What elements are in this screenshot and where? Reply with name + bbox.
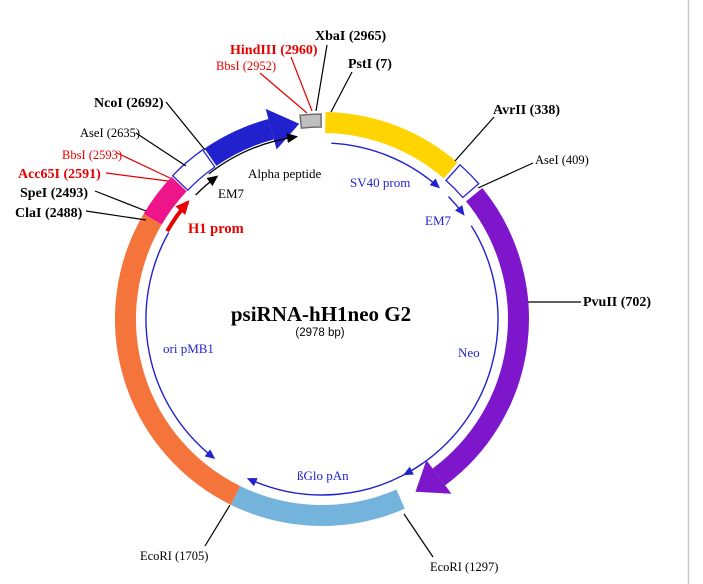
avrii-338-label: AvrII (338)	[493, 103, 560, 118]
neo-arc-label: Neo	[458, 345, 480, 360]
bglo-pan-arc	[246, 462, 424, 496]
mcs-box	[299, 113, 322, 129]
spei-2493-label: SpeI (2493)	[20, 186, 88, 201]
asei-2635-label: AseI (2635)	[80, 126, 140, 140]
psti-7-line	[330, 71, 353, 113]
clai-2488-label: ClaI (2488)	[15, 206, 83, 221]
asei-409-line	[477, 162, 534, 189]
xbai-2965-line	[315, 44, 328, 112]
h1-prom-arrow-label: H1 prom	[188, 221, 244, 237]
sv40-prom-arc	[331, 142, 440, 189]
em7-arc	[447, 196, 465, 216]
plasmid-title: psiRNA-hH1neo G2	[231, 302, 411, 326]
lacz-gap	[171, 148, 216, 192]
ori-pmb1-arc-label: ori pMB1	[163, 341, 214, 356]
neo-band	[432, 188, 529, 486]
em7-black-arrow	[195, 175, 219, 196]
em7-arc-label: EM7	[425, 213, 452, 228]
bbsi-2593-line	[116, 152, 171, 179]
bbsi-2593-label: BbsI (2593)	[62, 148, 122, 162]
ori-pmb1-arc	[145, 232, 216, 460]
hindiii-2960-label: HindIII (2960)	[230, 43, 318, 58]
h1-prom-band	[143, 176, 187, 225]
hindiii-2960-line	[290, 56, 313, 112]
h1-prom-arrow	[165, 200, 190, 233]
alpha-peptide-arrow	[208, 133, 299, 175]
bglo-pan-band	[230, 485, 405, 526]
ecori-1297-label: EcoRI (1297)	[430, 560, 498, 574]
alpha-peptide-band-arrowhead	[265, 108, 300, 150]
bbsi-2952-label: BbsI (2952)	[216, 59, 276, 73]
xbai-2965-label: XbaI (2965)	[315, 29, 387, 44]
em7-prom-gap	[445, 163, 480, 199]
plasmid-size: (2978 bp)	[295, 327, 344, 339]
backbone-band	[114, 213, 241, 505]
psti-7-label: PstI (7)	[348, 57, 392, 72]
neo-band-arrowhead	[415, 460, 452, 494]
ecori-1297-line	[403, 513, 434, 558]
asei-2635-line	[135, 132, 187, 167]
ncoi-2692-line	[165, 101, 206, 151]
sv40-prom-arc-label: SV40 prom	[350, 175, 410, 190]
sv40-prom-band	[324, 112, 458, 179]
alpha-peptide-arrow-label: Alpha peptide	[248, 166, 322, 181]
ecori-1705-line	[204, 504, 231, 547]
bglo-pan-arc-label: ßGlo pAn	[297, 468, 349, 483]
alpha-peptide-band	[204, 119, 275, 166]
spei-2493-line	[94, 190, 147, 212]
clai-2488-line	[85, 210, 147, 221]
acc65i-2591-line	[105, 172, 169, 182]
bbsi-2952-line	[259, 72, 308, 114]
acc65i-2591-label: Acc65I (2591)	[18, 167, 101, 182]
pvuii-702-label: PvuII (702)	[583, 295, 651, 310]
avrii-338-line	[454, 116, 495, 162]
ecori-1705-label: EcoRI (1705)	[140, 549, 208, 563]
em7-black-arrow-label: EM7	[218, 186, 245, 201]
asei-409-label: AseI (409)	[535, 153, 589, 167]
neo-arc	[403, 225, 499, 476]
ncoi-2692-label: NcoI (2692)	[94, 96, 164, 111]
